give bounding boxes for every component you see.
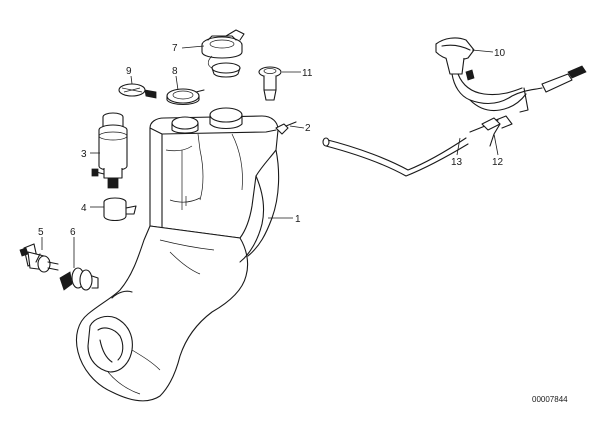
- filler-cap: [201, 29, 245, 78]
- callout-6: 6: [70, 227, 76, 238]
- washer-reservoir-tank: [75, 107, 280, 402]
- hose-connector-valve: [469, 115, 513, 147]
- fluid-level-sensor: [19, 243, 59, 273]
- spray-nozzle-assembly: [435, 37, 587, 113]
- callout-3: 3: [81, 149, 87, 160]
- callout-13: 13: [451, 157, 463, 168]
- tank-cap: [166, 88, 205, 106]
- washer-hose: [322, 137, 469, 177]
- callout-12: 12: [492, 157, 504, 168]
- callout-9: 9: [126, 66, 132, 77]
- callout-2: 2: [305, 123, 311, 134]
- diagram-reference-number: 00007844: [532, 395, 568, 404]
- filter-strainer: [118, 83, 157, 99]
- sealing-plug: [258, 66, 282, 101]
- callout-4: 4: [81, 203, 87, 214]
- pump-grommet: [103, 197, 137, 222]
- callout-7: 7: [172, 43, 178, 54]
- leader-lines: [41, 45, 499, 268]
- tank-outlet-connector: [275, 121, 297, 135]
- callout-8: 8: [172, 66, 178, 77]
- callout-10: 10: [494, 48, 506, 59]
- callout-11: 11: [302, 68, 313, 79]
- callout-5: 5: [38, 227, 44, 238]
- callout-labels: 1 2 3 4 5 6 7 8 9 10 11 12 13: [38, 43, 506, 238]
- washer-pump: [91, 112, 128, 189]
- callout-1: 1: [295, 214, 301, 225]
- sensor-seal: [59, 267, 99, 291]
